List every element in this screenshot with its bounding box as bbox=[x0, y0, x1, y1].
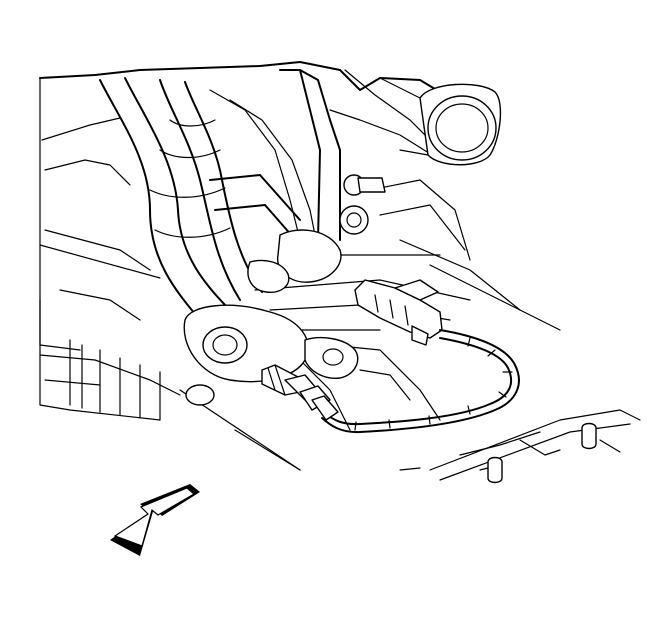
sensor-harness bbox=[321, 329, 520, 434]
exhaust-manifold bbox=[99, 69, 342, 321]
hose-outlet bbox=[379, 77, 502, 166]
engine-block bbox=[39, 61, 561, 471]
electrical-connector bbox=[354, 279, 443, 346]
manifold-flange bbox=[183, 304, 359, 406]
transmission-pan bbox=[399, 409, 641, 484]
oxygen-sensor bbox=[261, 364, 339, 421]
front-arrow bbox=[110, 484, 200, 556]
fittings bbox=[339, 174, 386, 235]
